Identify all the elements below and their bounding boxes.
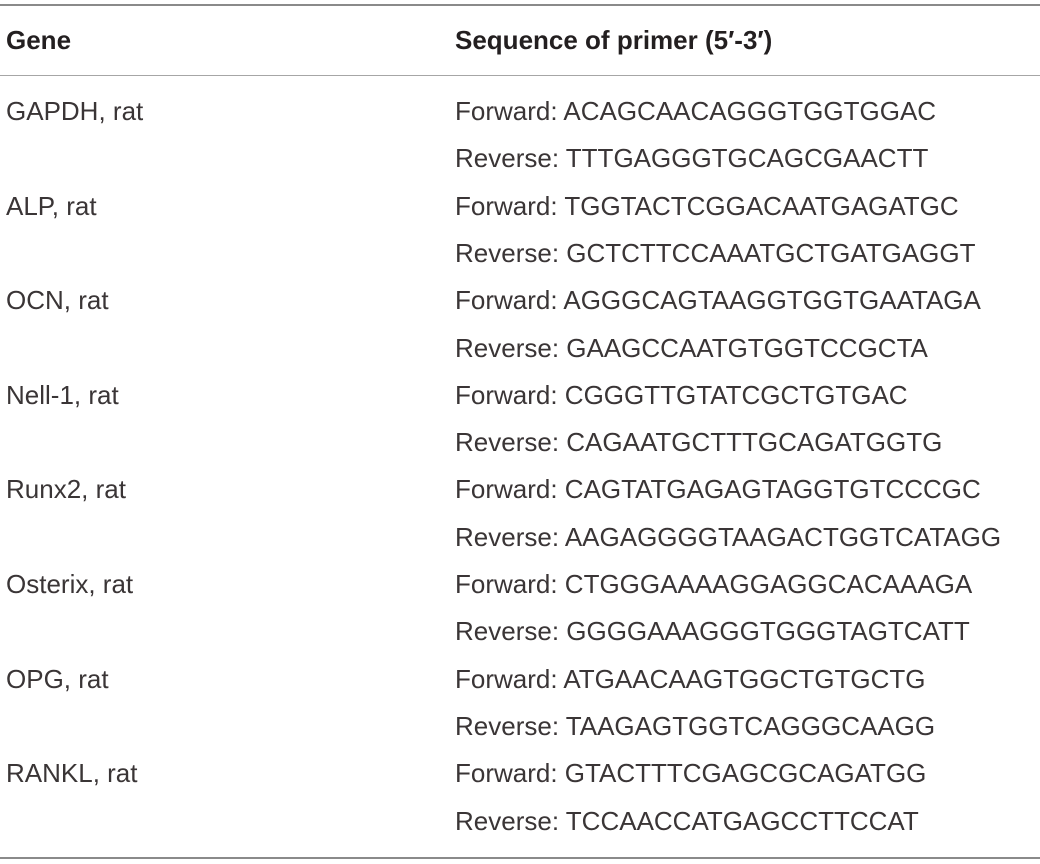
forward-primer-cell: Forward: CTGGGAAAAGGAGGCACAAAGA xyxy=(455,569,973,599)
bottom-rule xyxy=(0,857,1040,859)
forward-primer-cell: Forward: CGGGTTGTATCGCTGTGAC xyxy=(455,379,908,410)
forward-primer-cell: Forward: TGGTACTCGGACAATGAGATGC xyxy=(455,190,959,221)
gene-cell: Nell-1, rat xyxy=(6,379,119,410)
header-rule xyxy=(0,75,1040,76)
gene-cell: OPG, rat xyxy=(6,663,109,694)
reverse-primer-cell: Reverse: GCTCTTCCAAATGCTGATGAGGT xyxy=(455,237,976,268)
gene-cell: RANKL, rat xyxy=(6,758,138,789)
reverse-primer-cell: Reverse: CAGAATGCTTTGCAGATGGTG xyxy=(455,427,943,458)
top-rule xyxy=(0,4,1040,6)
reverse-primer-cell: Reverse: TTTGAGGGTGCAGCGAACTT xyxy=(455,143,929,174)
header-sequence: Sequence of primer (5′-3′) xyxy=(455,25,773,55)
gene-cell: OCN, rat xyxy=(6,285,109,316)
gene-cell: ALP, rat xyxy=(6,190,97,221)
reverse-primer-cell: Reverse: AAGAGGGGTAAGACTGGTCATAGG xyxy=(455,521,1002,552)
header-gene: Gene xyxy=(6,25,72,55)
gene-cell: Osterix, rat xyxy=(6,569,134,599)
forward-primer-cell: Forward: ATGAACAAGTGGCTGTGCTG xyxy=(455,663,926,694)
gene-cell: Runx2, rat xyxy=(6,474,126,505)
reverse-primer-cell: Reverse: TCCAACCATGAGCCTTCCAT xyxy=(455,805,919,836)
forward-primer-cell: Forward: GTACTTTCGAGCGCAGATGG xyxy=(455,758,927,789)
gene-cell: GAPDH, rat xyxy=(6,96,144,126)
forward-primer-cell: Forward: CAGTATGAGAGTAGGTGTCCCGC xyxy=(455,474,981,505)
forward-primer-cell: Forward: ACAGCAACAGGGTGGTGGAC xyxy=(455,96,937,126)
reverse-primer-cell: Reverse: TAAGAGTGGTCAGGGCAAGG xyxy=(455,710,936,741)
reverse-primer-cell: Reverse: GGGGAAAGGGTGGGTAGTCATT xyxy=(455,616,970,647)
forward-primer-cell: Forward: AGGGCAGTAAGGTGGTGAATAGA xyxy=(455,285,981,316)
reverse-primer-cell: Reverse: GAAGCCAATGTGGTCCGCTA xyxy=(455,332,928,363)
